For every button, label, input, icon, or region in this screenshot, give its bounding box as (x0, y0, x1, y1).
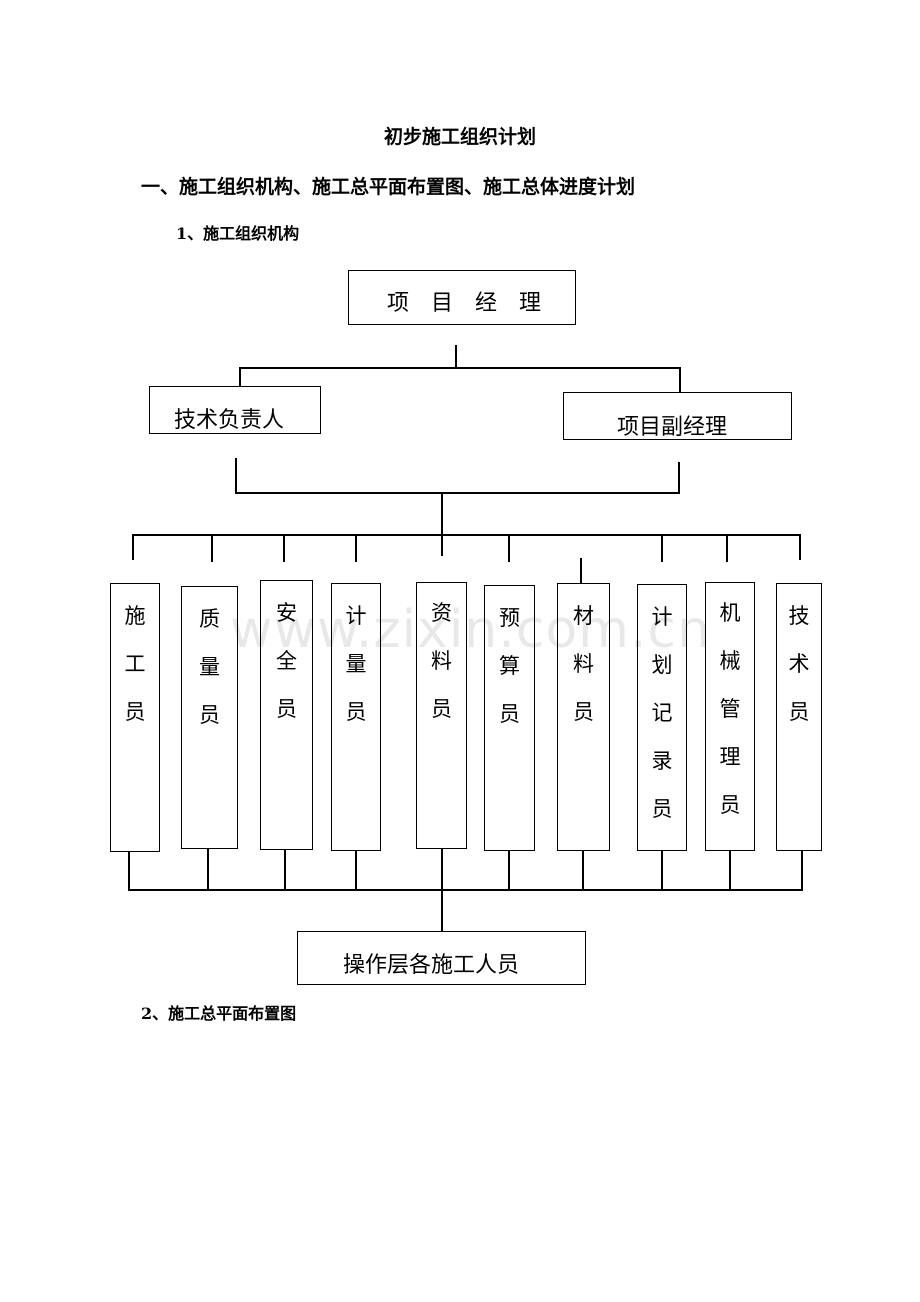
role-box-machinery-manager: 机 械 管 理 员 (705, 582, 755, 851)
role-box-materials-officer: 材 料 员 (557, 583, 610, 851)
connector-line (441, 847, 443, 932)
role-box-safety-officer: 安 全 员 (260, 580, 313, 850)
operations-staff-label: 操作层各施工人员 (343, 953, 520, 978)
connector-line (455, 345, 457, 367)
role-label: 计 量 员 (345, 604, 367, 724)
role-label: 资 料 员 (431, 601, 452, 721)
connector-line (128, 851, 130, 890)
connector-line (508, 849, 510, 890)
role-label: 质 量 员 (199, 607, 220, 727)
role-label: 安 全 员 (276, 601, 297, 721)
project-manager-box: 项 目 经 理 (348, 270, 576, 325)
connector-line (441, 534, 443, 556)
connector-line (235, 458, 237, 493)
watermark: www.zixin.com.cn (230, 600, 711, 660)
role-box-planning-recorder: 计 划 记 录 员 (637, 584, 687, 851)
technical-lead-box: 技术负责人 (149, 386, 321, 434)
technical-lead-label: 技术负责人 (174, 408, 285, 433)
connector-line (207, 849, 209, 890)
role-label: 机 械 管 理 员 (719, 601, 741, 817)
connector-line (132, 534, 134, 560)
connector-line (726, 534, 728, 562)
role-label: 技 术 员 (788, 604, 810, 724)
connector-line (132, 534, 800, 536)
role-label: 计 划 记 录 员 (651, 605, 673, 821)
project-manager-label: 项 目 经 理 (387, 291, 542, 316)
connector-line (661, 534, 663, 562)
role-box-quality-inspector: 质 量 员 (181, 586, 238, 849)
connector-line (801, 849, 803, 890)
connector-line (678, 462, 680, 493)
role-label: 材 料 员 (573, 604, 594, 724)
role-label: 施 工 员 (124, 604, 146, 724)
connector-line (283, 534, 285, 562)
role-box-budget-officer: 预 算 员 (484, 585, 535, 851)
role-box-technician: 技 术 员 (776, 583, 822, 851)
connector-line (211, 534, 213, 562)
connector-line (239, 367, 681, 369)
connector-line (355, 849, 357, 890)
connector-line (128, 889, 803, 891)
document-title: 初步施工组织计划 (383, 126, 536, 148)
role-box-metrology-officer: 计 量 员 (331, 583, 381, 851)
connector-line (679, 367, 681, 393)
role-label: 预 算 员 (499, 606, 520, 726)
operations-staff-box: 操作层各施工人员 (297, 931, 586, 985)
connector-line (799, 534, 801, 560)
section-heading: 一、施工组织机构、施工总平面布置图、施工总体进度计划 (141, 176, 636, 198)
connector-line (284, 849, 286, 890)
role-box-documentation-officer: 资 料 员 (416, 582, 467, 849)
connector-line (355, 534, 357, 562)
connector-line (729, 849, 731, 890)
connector-line (508, 534, 510, 562)
connector-line (582, 849, 584, 890)
subsection-org-structure: 1、施工组织机构 (176, 224, 300, 243)
deputy-manager-label: 项目副经理 (617, 415, 728, 440)
connector-line (661, 849, 663, 890)
connector-line (441, 492, 443, 535)
connector-line (239, 367, 241, 397)
role-box-construction-worker: 施 工 员 (110, 583, 160, 852)
subsection-site-plan: 2、施工总平面布置图 (141, 1004, 297, 1023)
connector-line (235, 492, 680, 494)
deputy-manager-box: 项目副经理 (563, 392, 792, 440)
connector-line (580, 558, 582, 584)
